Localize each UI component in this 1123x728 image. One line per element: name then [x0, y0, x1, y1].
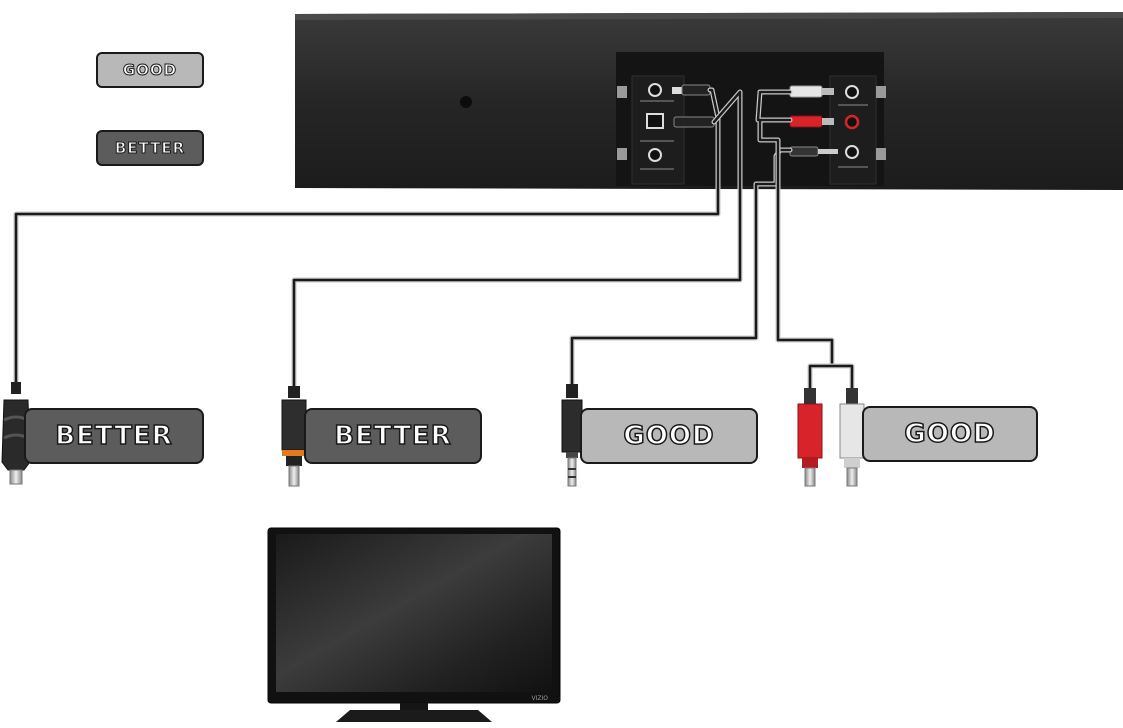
- rca-white-plug-icon: [840, 388, 864, 486]
- tv: VIZIO: [268, 528, 560, 722]
- rca-red-port-icon: [846, 116, 858, 128]
- optical-port-icon: [647, 114, 663, 128]
- aux-plug-icon: [562, 384, 582, 486]
- rca-red-plug-icon: [798, 388, 822, 486]
- coaxial-rating-label: BETTER: [24, 408, 204, 464]
- aux-rating-label: GOOD: [580, 408, 758, 464]
- aux-port-icon: [846, 146, 858, 158]
- rca-white-port-icon: [846, 86, 858, 98]
- power-led-icon: [460, 96, 472, 108]
- tv-stand: [336, 710, 492, 722]
- optical-rating-label: BETTER: [304, 408, 482, 464]
- tv-brand-logo: VIZIO: [532, 695, 549, 702]
- tv-screen: [276, 534, 552, 692]
- rca-rating-label: GOOD: [862, 406, 1038, 462]
- usb-port-icon: [649, 149, 661, 161]
- optical-plug-icon: [282, 386, 306, 486]
- soundbar: [295, 12, 1123, 190]
- coaxial-port-icon: [649, 84, 661, 96]
